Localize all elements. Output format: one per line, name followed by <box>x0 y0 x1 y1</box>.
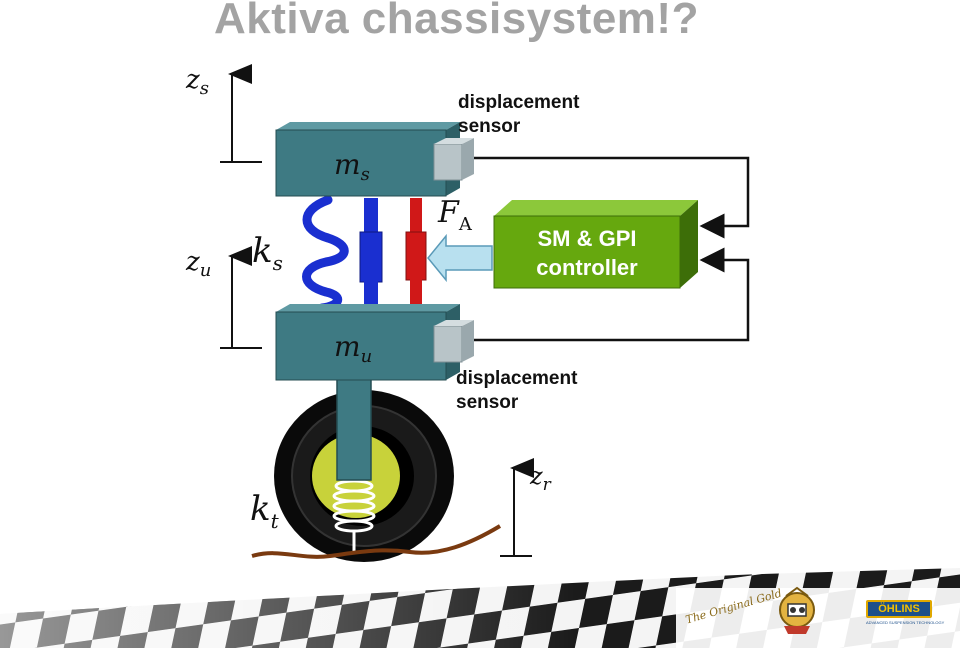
sprung-mass: ms <box>275 122 460 197</box>
page-title: Aktiva chassisystem!? <box>214 0 699 43</box>
brand-name: ÖHLINS <box>866 600 932 618</box>
ohlins-logo: ÖHLINS ADVANCED SUSPENSION TECHNOLOGY <box>866 600 945 626</box>
zr-label: zr <box>529 462 552 495</box>
bottom-sensor-signal <box>474 247 750 342</box>
fa-label: FA <box>437 195 473 235</box>
zs-label: zs <box>185 65 209 99</box>
force-actuator <box>405 198 427 314</box>
unsprung-mass: mu <box>275 304 460 381</box>
ks-label: ks <box>252 231 283 275</box>
ms-label: ms <box>334 148 370 185</box>
zu-axis: zu <box>185 246 262 349</box>
top-sensor-signal <box>474 156 750 239</box>
mu-label: mu <box>334 330 372 367</box>
checkered-footer <box>0 568 960 648</box>
top-displacement-sensor <box>433 138 474 181</box>
zr-axis: zr <box>500 458 552 557</box>
suspension-spring <box>302 195 349 313</box>
kt-label: kt <box>250 489 280 533</box>
zs-axis: zs <box>185 64 262 163</box>
road-profile <box>251 524 502 559</box>
control-force-arrow <box>427 233 493 283</box>
brand-tagline: ADVANCED SUSPENSION TECHNOLOGY <box>866 620 945 625</box>
mascot-logo <box>779 586 815 634</box>
wheel-strut <box>336 375 372 481</box>
zu-label: zu <box>185 247 211 281</box>
bottom-displacement-sensor <box>433 320 474 363</box>
